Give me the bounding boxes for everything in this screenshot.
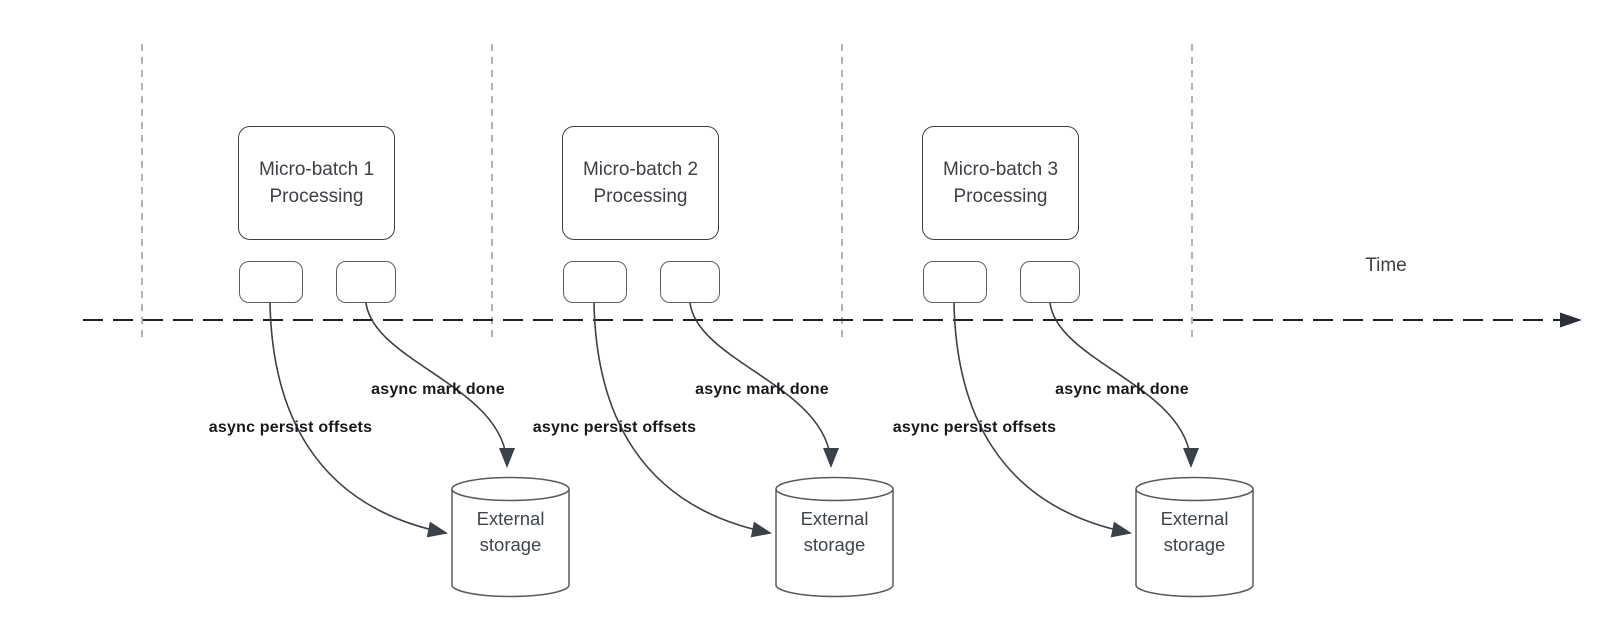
mark-done-task-box-3 [1020, 261, 1080, 303]
persist-offsets-arrow-1 [269, 302, 448, 538]
mark-done-arrow-3 [1049, 302, 1199, 468]
batch-2-artwork [593, 302, 894, 598]
process-box-1-title-line1: Micro-batch 1 [258, 159, 375, 180]
persist-task-box-3 [923, 261, 987, 303]
external-storage-label-1-line2: storage [479, 534, 542, 555]
external-storage-label-3-line2: storage [1163, 534, 1226, 555]
external-storage-label-2-line2: storage [803, 534, 866, 555]
process-box-3: Micro-batch 3 Processing [922, 126, 1079, 240]
persist-offsets-arrow-2 [593, 302, 772, 538]
batch-3-artwork [953, 302, 1254, 598]
time-axis-label: Time [1365, 255, 1407, 276]
persist-task-box-2 [563, 261, 627, 303]
storage-cylinder-body-2 [775, 489, 894, 598]
mark-done-label-3: async mark done [1055, 381, 1189, 398]
external-storage-label-2-line1: External [800, 508, 869, 529]
process-box-2: Micro-batch 2 Processing [562, 126, 719, 240]
mark-done-label-2: async mark done [695, 381, 829, 398]
time-axis [83, 312, 1582, 328]
process-box-2-title-line2: Processing [593, 186, 688, 207]
storage-cylinder-top-1 [451, 476, 570, 502]
persist-offsets-label-1: async persist offsets [208, 419, 373, 436]
external-storage-label-3: External storage [1136, 506, 1253, 558]
time-axis-arrowhead-icon [1560, 312, 1582, 328]
storage-cylinder-top-2 [775, 476, 894, 502]
mark-done-task-box-1 [336, 261, 396, 303]
persist-offsets-label-3: async persist offsets [892, 419, 1057, 436]
persist-task-box-1 [239, 261, 303, 303]
batch-interval-guides [141, 44, 1193, 337]
process-box-3-title-line2: Processing [953, 186, 1048, 207]
external-storage-label-1: External storage [452, 506, 569, 558]
process-box-3-title-line1: Micro-batch 3 [942, 159, 1059, 180]
persist-offsets-label-2: async persist offsets [532, 419, 697, 436]
process-box-1-title-line2: Processing [269, 186, 364, 207]
mark-done-arrow-1 [365, 302, 515, 468]
external-storage-label-1-line1: External [476, 508, 545, 529]
external-storage-label-3-line1: External [1160, 508, 1229, 529]
storage-cylinder-body-1 [451, 489, 570, 598]
mark-done-arrow-2 [689, 302, 839, 468]
mark-done-label-1: async mark done [371, 381, 505, 398]
storage-cylinder-body-3 [1135, 489, 1254, 598]
external-storage-label-2: External storage [776, 506, 893, 558]
process-box-1: Micro-batch 1 Processing [238, 126, 395, 240]
mark-done-task-box-2 [660, 261, 720, 303]
batch-1-artwork [269, 302, 570, 598]
persist-offsets-arrow-3 [953, 302, 1132, 538]
storage-cylinder-top-3 [1135, 476, 1254, 502]
process-box-2-title-line1: Micro-batch 2 [582, 159, 699, 180]
